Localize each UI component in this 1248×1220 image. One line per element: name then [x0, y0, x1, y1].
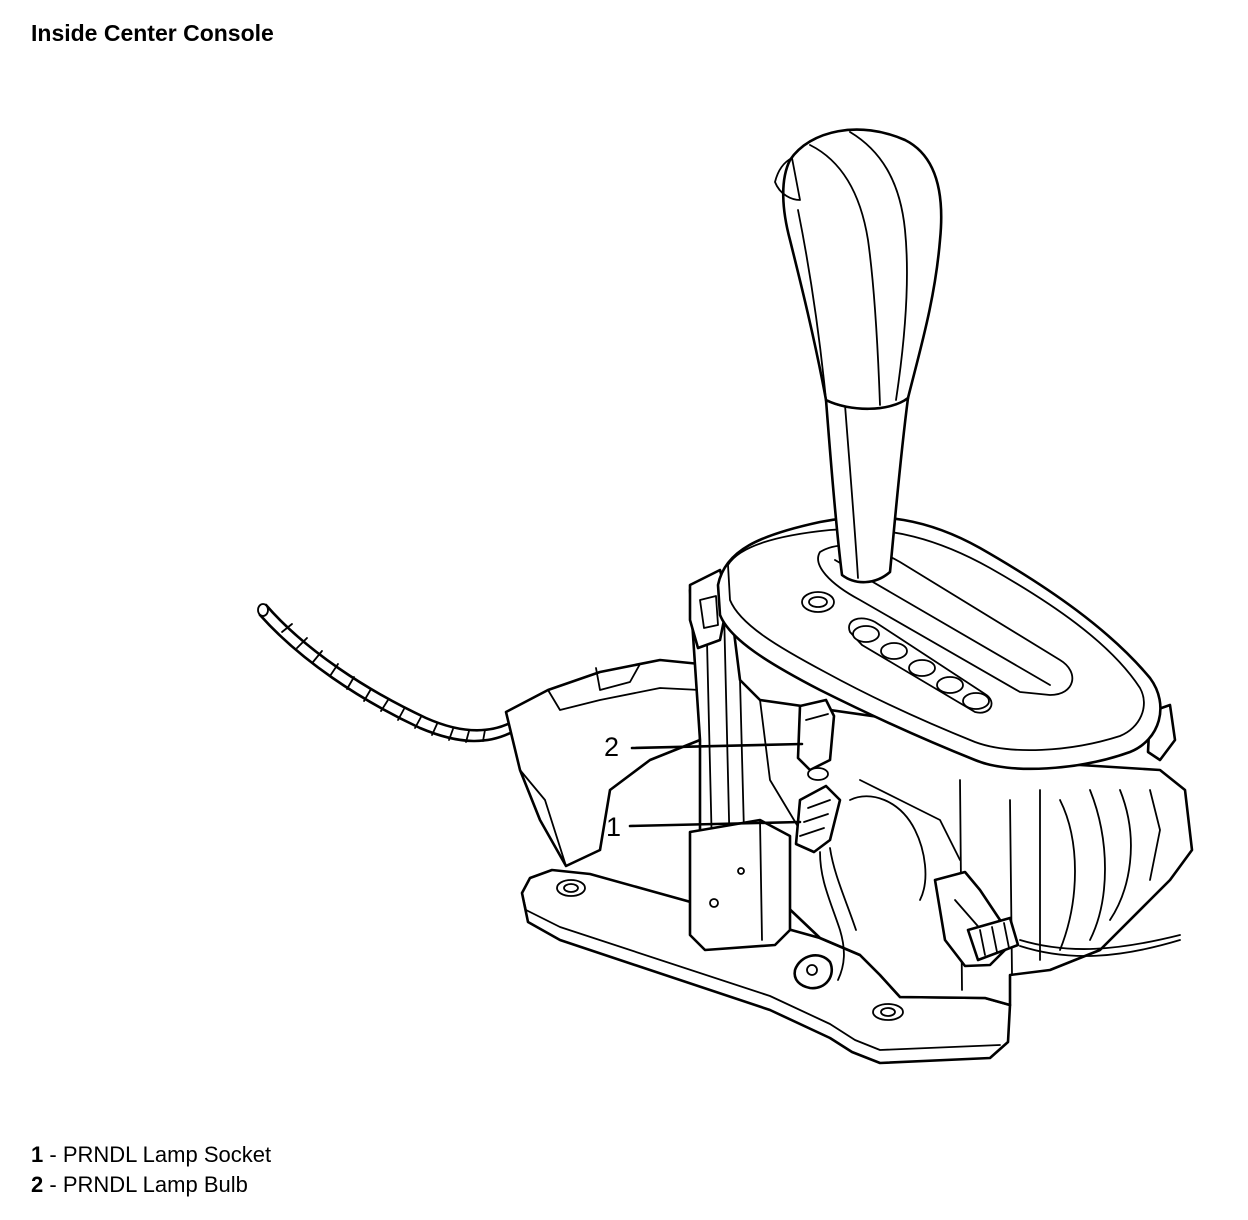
- page-title: Inside Center Console: [31, 20, 274, 46]
- callout-leaders: [628, 742, 804, 828]
- prndl-lamp-socket-shape: [794, 784, 842, 854]
- callout-1-number: 1: [606, 812, 621, 842]
- left-cover: [504, 658, 702, 868]
- legend-item-2-separator: -: [43, 1172, 63, 1197]
- legend: 1 - PRNDL Lamp Socket 2 - PRNDL Lamp Bul…: [31, 1140, 271, 1200]
- legend-item-2: 2 - PRNDL Lamp Bulb: [31, 1170, 271, 1200]
- callout-2-number: 2: [604, 732, 619, 762]
- legend-item-2-number: 2: [31, 1172, 44, 1197]
- prndl-lamp-bulb-shape: [796, 698, 836, 772]
- legend-item-1: 1 - PRNDL Lamp Socket: [31, 1140, 271, 1170]
- legend-item-1-separator: -: [43, 1142, 63, 1167]
- wire-harness: [257, 603, 518, 743]
- shift-knob: [774, 128, 943, 411]
- shift-bezel: [716, 515, 1162, 771]
- callout-2-leader: [630, 742, 804, 750]
- lamp-area: [688, 698, 1181, 990]
- legend-item-2-label: PRNDL Lamp Bulb: [62, 1172, 248, 1197]
- legend-item-1-number: 1: [31, 1142, 44, 1167]
- legend-item-1-label: PRNDL Lamp Socket: [62, 1142, 272, 1167]
- callout-1-leader: [628, 820, 802, 828]
